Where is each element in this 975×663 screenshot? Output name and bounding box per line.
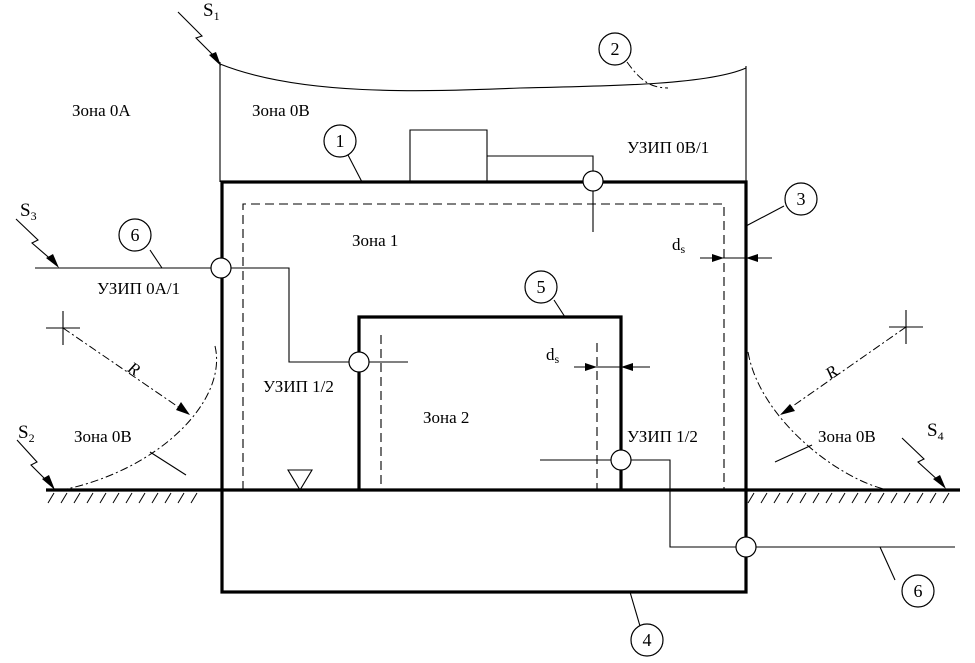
zone-2-label: Зона 2 [423,408,469,427]
internal-line-right [540,459,955,548]
hatch-tick [125,492,133,504]
hatch-tick [812,492,820,504]
hatch-tick [73,492,81,504]
ds-dimension-inner [574,363,650,371]
radius-right-label: R [821,361,842,383]
radius-left-label: R [124,357,144,379]
internal-line-left [222,267,408,363]
spd-1-2-left-label: УЗИП 1/2 [263,377,334,396]
callout-3-label: 3 [797,189,806,209]
callout-1-label: 1 [336,131,345,151]
leader-4 [629,591,641,627]
callout-4: 4 [630,623,664,657]
hatch-tick [786,492,794,504]
hatch-tick [112,492,120,504]
hatch-tick [929,492,937,504]
hatch-tick [877,492,885,504]
hatch-tick [164,492,172,504]
hatch-tick [190,492,198,504]
hatch-tick [151,492,159,504]
leader-5 [553,299,566,318]
radius-line-left [62,327,191,416]
spd-0a-1-label: УЗИП 0А/1 [97,279,180,298]
zone-0b-top-label: Зона 0В [252,101,310,120]
strike-s4-label: S4 [927,420,944,443]
hatch-tick [903,492,911,504]
hatch-tick [760,492,768,504]
leader-2 [626,61,669,89]
hatch-tick [890,492,898,504]
hatch-tick [773,492,781,504]
callout-2-label: 2 [611,39,620,59]
hatch-tick [825,492,833,504]
leader-3 [745,205,785,227]
callout-4-label: 4 [643,630,652,650]
zone-0b-left-label: Зона 0В [74,427,132,446]
hatch-tick [138,492,146,504]
spd-0b-1-label: УЗИП 0В/1 [627,138,709,157]
bonding-triangle [287,469,313,492]
hatch-tick [838,492,846,504]
lightning-s3 [15,218,59,268]
callout-1: 1 [323,124,357,158]
callout-6-right-label: 6 [914,581,923,601]
callout-5-label: 5 [537,277,546,297]
spd-1-2-right-node [610,449,632,471]
zone0b-right-tick [774,444,813,463]
hatch-tick [916,492,924,504]
hatch-tick [177,492,185,504]
zone-1-label: Зона 1 [352,231,398,250]
strike-s3-label: S3 [20,200,37,223]
protection-arc-right [747,351,889,491]
leader-6-left [149,249,163,269]
hatch-tick [864,492,872,504]
roof-line [487,155,594,232]
strike-s2-label: S2 [18,422,35,445]
ground-hatching [47,492,950,504]
callout-2: 2 [598,32,632,66]
zone1-safety-boundary [242,203,725,490]
radius-arrow-right [780,404,795,415]
zone-0a-label: Зона 0А [72,101,131,120]
hatch-tick [851,492,859,504]
lightning-s4 [901,437,946,489]
spd-0b-1-node [582,170,604,192]
lightning-s1 [177,11,221,66]
spd-1-2-right-label: УЗИП 1/2 [627,427,698,446]
hatch-tick [799,492,807,504]
ground [46,488,960,504]
hatch-tick [942,492,950,504]
leader-1 [347,154,363,183]
earth-bonding-node [735,536,757,558]
hatch-tick [47,492,55,504]
hatch-tick [99,492,107,504]
radius-arrow-left [176,402,190,415]
roof-equipment [409,129,488,182]
zone-0b-right-label: Зона 0В [818,427,876,446]
strike-s1-label: S1 [203,0,220,23]
hatch-tick [60,492,68,504]
protection-arc-left [61,345,218,491]
zone0b-left-tick [149,451,187,476]
ds-outer-label: ds [672,235,686,256]
callout-3: 3 [784,182,818,216]
callout-6-left-label: 6 [131,225,140,245]
lightning-s2 [16,439,55,490]
callout-6-right: 6 [901,574,935,608]
ds-inner-label: ds [546,345,560,366]
hatch-tick [747,492,755,504]
building-shield [220,180,748,594]
spd-1-2-left-node [348,351,370,373]
room-shield [357,315,623,490]
spd-0a-1-node [210,257,232,279]
radius-line-right [779,326,907,416]
callout-5: 5 [524,270,558,304]
leader-6-right [879,546,896,581]
callout-6-left: 6 [118,218,152,252]
ds-dimension-outer [700,254,772,262]
catenary-wire [219,63,747,92]
hatch-tick [86,492,94,504]
